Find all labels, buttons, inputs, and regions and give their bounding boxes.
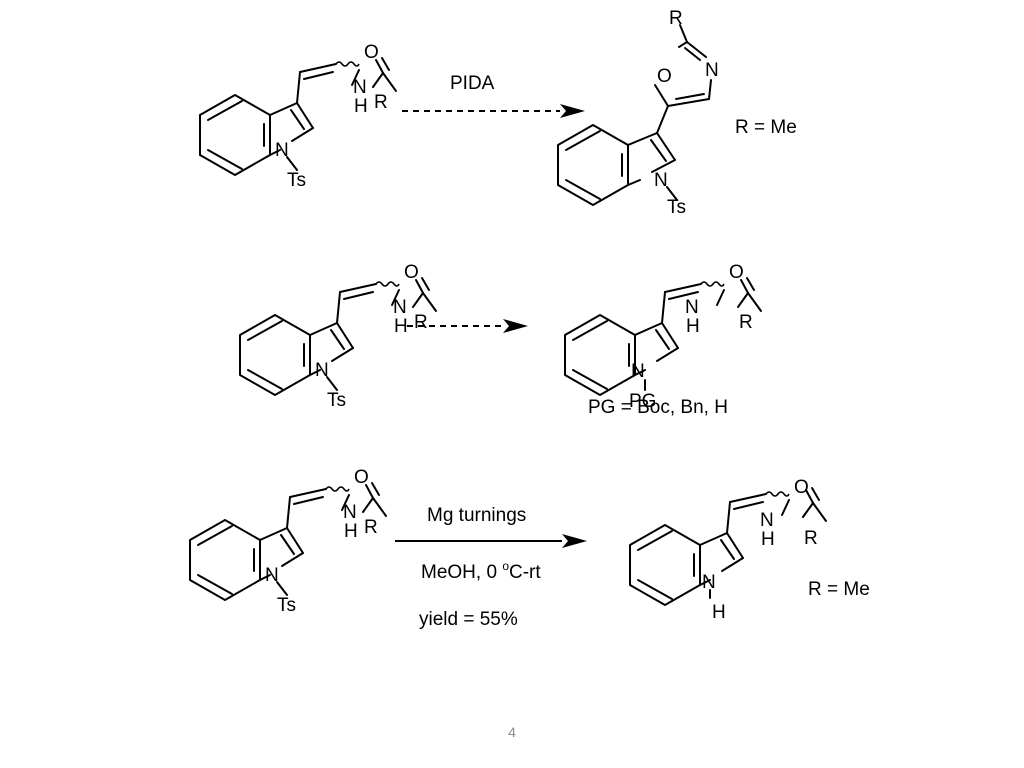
atom-label: R <box>414 312 428 333</box>
reaction-2-starting-material: N Ts N H O R <box>239 262 437 411</box>
atom-label: R <box>669 8 683 29</box>
reaction-2-product: N PG N H O R <box>564 262 762 412</box>
reaction-1-arrow <box>402 104 585 118</box>
atom-label: N <box>315 360 329 381</box>
atom-label: N <box>265 565 279 586</box>
atom-label: H <box>712 602 726 623</box>
reaction-1-starting-material: N Ts N H O R <box>199 42 397 191</box>
reaction-3: N Ts N H O R Mg turnings MeOH, 0 oC-rt y… <box>189 467 870 630</box>
reaction-2-arrow <box>407 319 528 333</box>
reaction-3-product: N H N H O R <box>629 477 827 623</box>
atom-label: O <box>404 262 419 283</box>
atom-label: H <box>761 529 775 550</box>
atom-label: N <box>343 502 357 523</box>
atom-label: N <box>702 572 716 593</box>
page-number: 4 <box>508 724 516 740</box>
atom-label: R <box>804 528 818 549</box>
atom-label: PG <box>629 391 656 412</box>
atom-label: N <box>685 297 699 318</box>
atom-label: H <box>344 521 358 542</box>
atom-label: R <box>364 517 378 538</box>
atom-label: H <box>686 316 700 337</box>
atom-label: H <box>354 96 368 117</box>
atom-label: O <box>364 42 379 63</box>
reaction-2: N Ts N H O R N PG N H O R PG = Boc, Bn, … <box>239 262 762 418</box>
atom-label: Ts <box>667 197 686 218</box>
atom-label: O <box>354 467 369 488</box>
atom-label: H <box>394 316 408 337</box>
atom-label: N <box>275 140 289 161</box>
atom-label: N <box>393 297 407 318</box>
atom-label: N <box>631 361 645 382</box>
atom-label: Ts <box>327 390 346 411</box>
reaction-1-product: O N R N Ts <box>557 8 719 218</box>
reaction-1-product-note: R = Me <box>735 117 797 138</box>
reaction-3-reagent: Mg turnings <box>427 505 526 526</box>
reaction-3-starting-material: N Ts N H O R <box>189 467 387 616</box>
atom-label: Ts <box>287 170 306 191</box>
reaction-3-yield: yield = 55% <box>419 609 518 630</box>
atom-label: O <box>657 66 672 87</box>
reaction-3-arrow <box>395 534 587 548</box>
atom-label: O <box>794 477 809 498</box>
atom-label: Ts <box>277 595 296 616</box>
atom-label: R <box>739 312 753 333</box>
atom-label: O <box>729 262 744 283</box>
atom-label: N <box>353 77 367 98</box>
atom-label: R <box>374 92 388 113</box>
reaction-1: N Ts N H O R PIDA <box>199 8 797 218</box>
reaction-3-conditions: MeOH, 0 oC-rt <box>421 559 541 583</box>
reaction-2-product-note: PG = Boc, Bn, H <box>588 397 728 418</box>
atom-label: N <box>760 510 774 531</box>
atom-label: N <box>705 60 719 81</box>
reaction-1-reagent: PIDA <box>450 73 495 94</box>
atom-label: N <box>654 170 668 191</box>
reaction-3-product-note: R = Me <box>808 579 870 600</box>
